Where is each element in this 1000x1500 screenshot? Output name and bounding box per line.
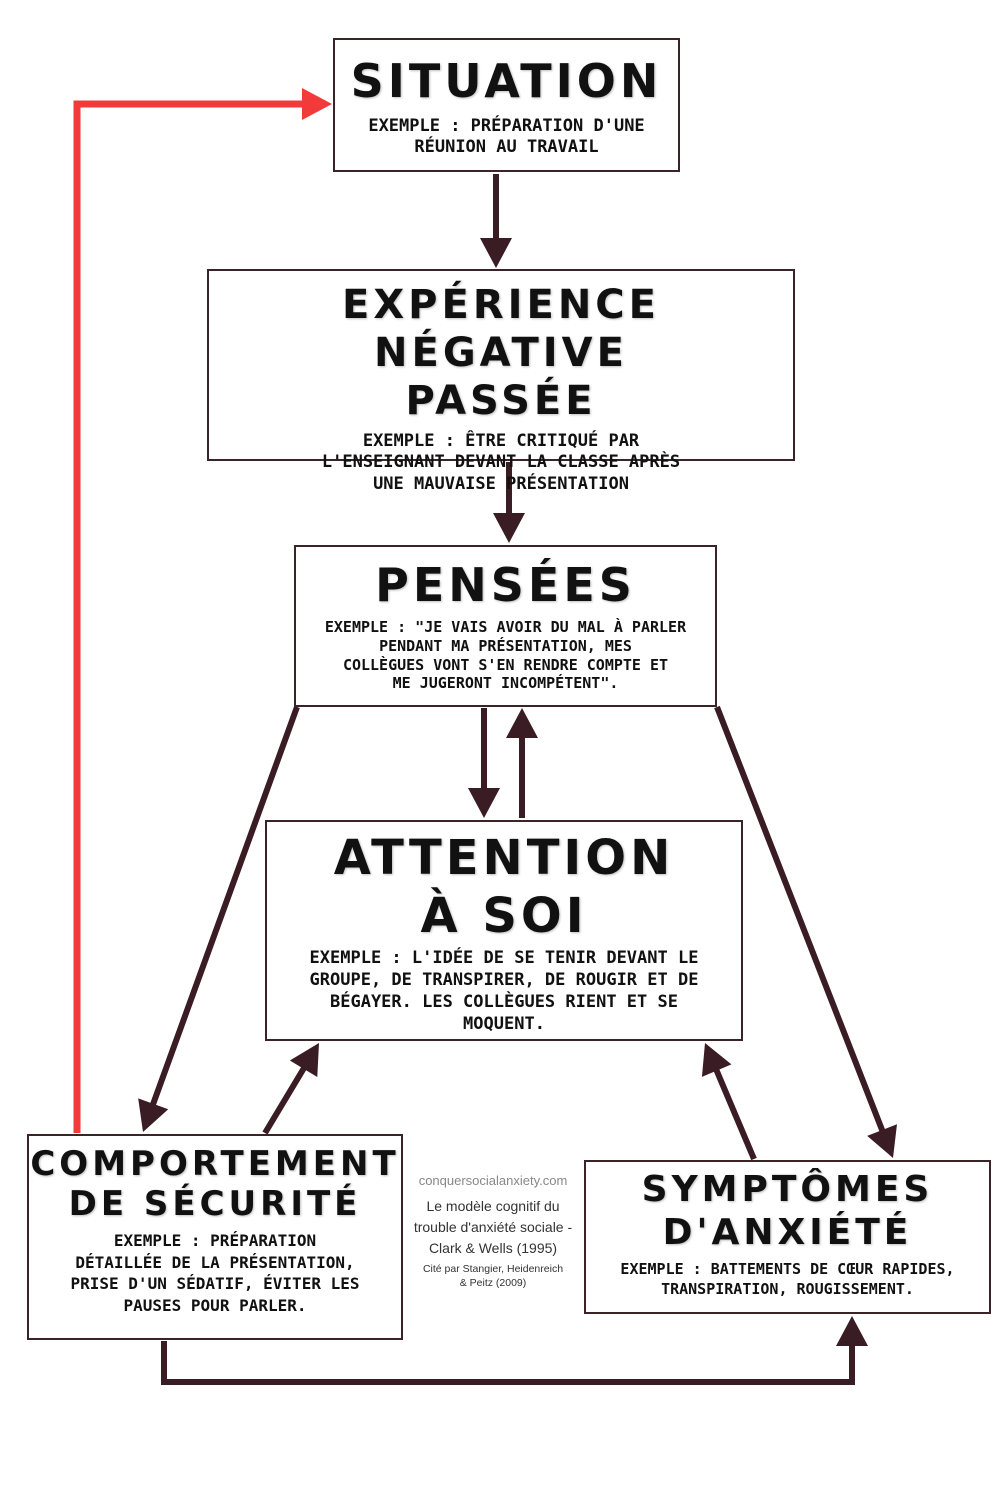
citation: Cité par Stangier, Heidenreich & Peitz (… xyxy=(422,1263,564,1290)
self-attention-box: ATTENTION À SOI EXEMPLE : L'IDÉE DE SE T… xyxy=(265,820,743,1041)
self-attention-title: ATTENTION À SOI xyxy=(333,830,675,944)
arrow-thoughts-to-symptoms xyxy=(714,705,888,1139)
situation-example: EXEMPLE : PRÉPARATION D'UNE RÉUNION AU T… xyxy=(368,116,645,158)
anxiety-symptoms-title: SYMPTÔMES D'ANXIÉTÉ xyxy=(641,1169,934,1254)
anxiety-symptoms-example: EXEMPLE : BATTEMENTS DE CŒUR RAPIDES, TR… xyxy=(620,1260,955,1298)
thoughts-title: PENSÉES xyxy=(375,558,636,612)
arrow-situation-to-experience-head xyxy=(480,238,512,268)
feedback-arrow-safety-to-situation xyxy=(73,100,310,1133)
safety-behaviour-title: COMPORTEMENT DE SÉCURITÉ xyxy=(30,1144,400,1225)
arrow-safety-to-attention xyxy=(262,1060,311,1135)
arrow-safety-to-symptoms-head xyxy=(836,1316,868,1346)
feedback-arrow-safety-to-situation-head xyxy=(302,88,332,120)
safety-behaviour-example: EXEMPLE : PRÉPARATION DÉTAILLÉE DE LA PR… xyxy=(70,1231,360,1315)
negative-experience-example: EXEMPLE : ÊTRE CRITIQUÉ PAR L'ENSEIGNANT… xyxy=(321,431,681,494)
arrow-symptoms-to-attention-head xyxy=(701,1043,732,1077)
arrow-thoughts-to-safety-head xyxy=(138,1098,169,1132)
arrow-thoughts-to-safety xyxy=(147,705,300,1113)
arrow-safety-to-symptoms xyxy=(161,1338,855,1385)
arrow-thoughts-to-attention-head xyxy=(468,788,500,818)
thoughts-example: EXEMPLE : "JE VAIS AVOIR DU MAL À PARLER… xyxy=(324,618,687,693)
arrow-attention-to-thoughts-head xyxy=(506,708,538,738)
self-attention-example: EXEMPLE : L'IDÉE DE SE TENIR DEVANT LE G… xyxy=(309,948,699,1035)
arrow-symptoms-to-attention xyxy=(710,1062,757,1161)
arrow-thoughts-to-symptoms-head xyxy=(867,1124,897,1158)
situation-title: SITUATION xyxy=(350,54,663,108)
source-website: conquersocialanxiety.com xyxy=(418,1173,568,1188)
negative-experience-box: EXPÉRIENCE NÉGATIVE PASSÉE EXEMPLE : ÊTR… xyxy=(207,269,795,494)
arrow-experience-to-thoughts-head xyxy=(493,513,525,543)
arrow-safety-to-attention-head xyxy=(289,1043,319,1077)
anxiety-symptoms-box: SYMPTÔMES D'ANXIÉTÉ EXEMPLE : BATTEMENTS… xyxy=(584,1160,991,1314)
thoughts-box: PENSÉES EXEMPLE : "JE VAIS AVOIR DU MAL … xyxy=(294,545,717,707)
safety-behaviour-box: COMPORTEMENT DE SÉCURITÉ EXEMPLE : PRÉPA… xyxy=(27,1134,403,1340)
source-caption: conquersocialanxiety.com Le modèle cogni… xyxy=(405,1173,581,1290)
negative-experience-title: EXPÉRIENCE NÉGATIVE PASSÉE xyxy=(342,282,660,424)
situation-box: SITUATION EXEMPLE : PRÉPARATION D'UNE RÉ… xyxy=(333,38,680,172)
model-description: Le modèle cognitif du trouble d'anxiété … xyxy=(413,1198,573,1256)
